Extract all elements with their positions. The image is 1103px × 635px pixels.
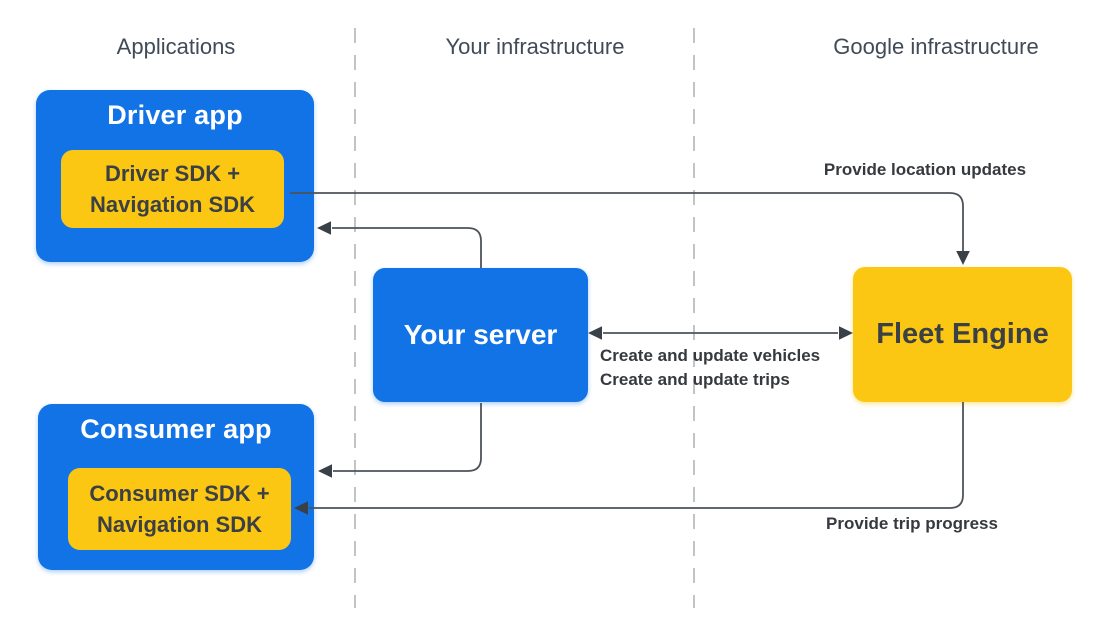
consumer-sdk-label-line2: Navigation SDK [96, 512, 263, 537]
column-header-google-infrastructure: Google infrastructure [833, 34, 1039, 59]
driver-sdk-label-line1: Driver SDK + [104, 160, 241, 186]
edge-provide-location-updates-arrowhead [956, 251, 970, 265]
edge-provide-trip-progress-path [309, 402, 964, 509]
your-server-title: Your server [403, 319, 558, 350]
column-header-your-infrastructure: Your infrastructure [445, 34, 625, 59]
node-consumer-sdk: Consumer SDK + Navigation SDK [68, 468, 291, 550]
edge-label-create-update-trips: Create and update trips [600, 370, 790, 389]
edge-server-to-consumer-arrowhead [318, 464, 332, 478]
node-your-server: Your server [373, 268, 588, 402]
edge-label-create-update-vehicles: Create and update vehicles [600, 346, 821, 365]
node-driver-sdk: Driver SDK + Navigation SDK [61, 150, 284, 228]
edge-server-to-consumer-path [333, 403, 482, 472]
edge-server-fleet-arrowhead-right [839, 326, 853, 340]
edge-server-to-driver-path [332, 227, 482, 268]
consumer-sdk-label-line1: Consumer SDK + [89, 480, 270, 506]
column-header-applications: Applications [116, 34, 236, 59]
edge-label-provide-trip-progress: Provide trip progress [826, 514, 998, 533]
edge-server-fleet-arrowhead-left [588, 326, 602, 340]
fleet-engine-title: Fleet Engine [876, 318, 1049, 350]
edge-label-provide-location-updates: Provide location updates [823, 160, 1027, 179]
driver-app-title: Driver app [107, 100, 243, 130]
driver-sdk-label-line2: Navigation SDK [89, 192, 256, 217]
consumer-app-title: Consumer app [80, 414, 272, 444]
edge-server-to-driver-arrowhead [317, 221, 331, 235]
edge-provide-location-updates-path [290, 192, 964, 253]
node-fleet-engine: Fleet Engine [853, 267, 1072, 402]
